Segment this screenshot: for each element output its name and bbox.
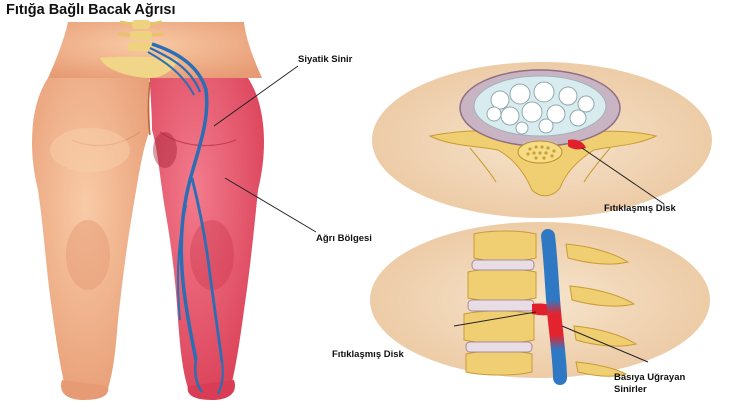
- vertebra-cross-section: [372, 62, 712, 218]
- label-pain-area: Ağrı Bölgesi: [316, 233, 372, 244]
- label-compressed-nerves-1: Basıya Uğrayan: [614, 372, 685, 383]
- label-herniated-disc-top: Fıtıklaşmış Disk: [604, 203, 676, 214]
- spine-side-view: [370, 222, 710, 378]
- body-figure: [32, 20, 264, 400]
- label-herniated-disc-bottom: Fıtıklaşmış Disk: [332, 349, 404, 360]
- label-sciatic-nerve: Siyatik Sinir: [298, 54, 352, 65]
- label-compressed-nerves-2: Sinirler: [614, 384, 647, 395]
